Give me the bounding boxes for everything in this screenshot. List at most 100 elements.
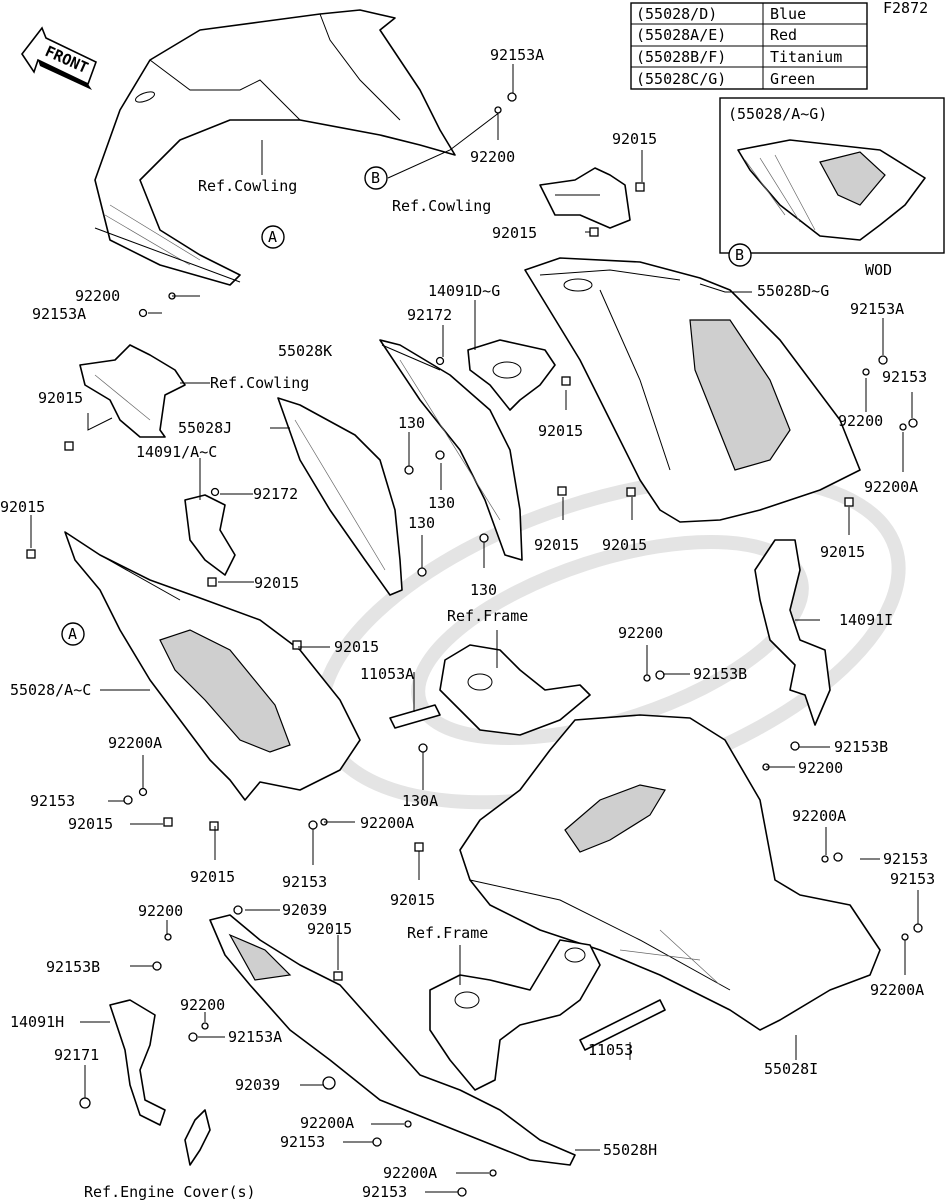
lower-left-fairing-55028AC [64, 531, 361, 801]
frame-ref-lower [429, 939, 601, 1091]
label-92153A-low: 92153A [228, 1028, 282, 1046]
label-55028J: 55028J [178, 419, 232, 437]
bracket-14091DG [467, 339, 556, 411]
color-table: (55028/D) Blue (55028A/E) Red (55028B/F)… [630, 2, 868, 90]
label-92153-mid: 92153 [282, 873, 327, 891]
lower-under-panel-55028H [209, 914, 576, 1166]
label-55028AC: 55028/A~C [10, 681, 91, 699]
inset-title: (55028/A~G) [728, 105, 827, 123]
color-name-2: Red [770, 26, 797, 44]
inset-caption: WOD [865, 261, 892, 279]
color-name-3: Titanium [770, 48, 842, 66]
label-92200A-bot: 92200A [300, 1114, 354, 1132]
label-92015-j: 92015 [190, 868, 235, 886]
label-11053A: 11053A [360, 665, 414, 683]
label-ref-frame-low: Ref.Frame [407, 924, 488, 942]
label-ref-cowling-left: Ref.Cowling [210, 374, 309, 392]
color-code-2: (55028A/E) [636, 26, 726, 44]
label-92015-i: 92015 [68, 815, 113, 833]
front-arrow-icon: FRONT [21, 26, 97, 90]
label-92015-b: 92015 [492, 224, 537, 242]
bracket-14091I [754, 539, 831, 726]
engine-cover-ref [184, 1109, 211, 1166]
stay-11053 [579, 999, 666, 1051]
label-92153-left: 92153 [30, 792, 75, 810]
label-92015-left: 92015 [38, 389, 83, 407]
right-lower-fairing-55028I [459, 714, 881, 1031]
color-name-4: Green [770, 70, 815, 88]
label-92039-a: 92039 [282, 901, 327, 919]
label-92200-b: 92200 [798, 759, 843, 777]
label-92200-c: 92200 [180, 996, 225, 1014]
label-92200-a: 92200 [75, 287, 120, 305]
label-92200A-right: 92200A [864, 478, 918, 496]
label-92200-mid: 92200 [618, 624, 663, 642]
callout-b-top: B [364, 166, 388, 190]
frame-ref-upper [439, 644, 591, 736]
label-ref-cowling-mid: Ref.Cowling [392, 197, 491, 215]
label-130-c: 130 [408, 514, 435, 532]
variant-inset: (55028/A~G) WOD [719, 97, 945, 279]
cowling-bracket-ref [539, 167, 631, 229]
label-92153-right: 92153 [882, 368, 927, 386]
bracket-14091H [109, 999, 166, 1126]
label-92039-b: 92039 [235, 1076, 280, 1094]
stay-11053A [389, 704, 441, 729]
label-130-b: 130 [428, 494, 455, 512]
label-92172-a: 92172 [407, 306, 452, 324]
label-14091I: 14091I [839, 611, 893, 629]
part-labels: 92153A 92200 Ref.Cowling 92015 Ref.Cowli… [0, 46, 935, 1200]
label-ref-cowling-top: Ref.Cowling [198, 177, 297, 195]
figure-code: F2872 [883, 0, 928, 17]
upper-cowling-ref [94, 9, 456, 286]
label-92200-lower: 92200 [138, 902, 183, 920]
label-92153-bot2: 92153 [362, 1183, 407, 1200]
callout-a-left-label: A [68, 625, 77, 643]
label-92015-c: 92015 [538, 422, 583, 440]
label-92015-h: 92015 [334, 638, 379, 656]
label-130A: 130A [402, 792, 438, 810]
callout-a-top-label: A [268, 228, 277, 246]
label-92015-k: 92015 [390, 891, 435, 909]
label-92015-l: 92015 [307, 920, 352, 938]
label-55028H: 55028H [603, 1141, 657, 1159]
label-92200A-rb: 92200A [792, 807, 846, 825]
callout-b-right: B [728, 243, 752, 267]
label-92153B-b: 92153B [834, 738, 888, 756]
label-92172-b: 92172 [253, 485, 298, 503]
label-ref-engine-cover: Ref.Engine Cover(s) [84, 1183, 256, 1200]
label-92015-g: 92015 [254, 574, 299, 592]
label-55028I: 55028I [764, 1060, 818, 1078]
label-92200A-rb2: 92200A [870, 981, 924, 999]
label-14091H: 14091H [10, 1013, 64, 1031]
callout-b-right-label: B [735, 246, 744, 264]
label-92015-edge: 92015 [0, 498, 45, 516]
right-upper-fairing-55028DG [524, 257, 861, 523]
callout-b-top-label: B [371, 169, 380, 187]
side-panel-55028J [277, 397, 403, 596]
label-92153A-top: 92153A [490, 46, 544, 64]
callout-a-top: A [261, 225, 285, 249]
color-name-1: Blue [770, 5, 806, 23]
label-92200A-bot2: 92200A [383, 1164, 437, 1182]
label-92153A-a: 92153A [32, 305, 86, 323]
bracket-14091AC [184, 494, 236, 576]
label-92153A-right: 92153A [850, 300, 904, 318]
color-code-4: (55028C/G) [636, 70, 726, 88]
cowling-side-ref [79, 344, 186, 438]
label-92015-f: 92015 [820, 543, 865, 561]
label-14091AC: 14091/A~C [136, 443, 217, 461]
label-130-a: 130 [398, 414, 425, 432]
color-code-1: (55028/D) [636, 5, 717, 23]
label-92015-d: 92015 [534, 536, 579, 554]
label-14091DG: 14091D~G [428, 282, 500, 300]
label-92171: 92171 [54, 1046, 99, 1064]
side-panel-55028K [379, 339, 523, 561]
label-92153B-a: 92153B [693, 665, 747, 683]
label-92015-a: 92015 [612, 130, 657, 148]
label-92153-rb: 92153 [883, 850, 928, 868]
label-ref-frame-top: Ref.Frame [447, 607, 528, 625]
label-92153-rb2: 92153 [890, 870, 935, 888]
label-92153-bot: 92153 [280, 1133, 325, 1151]
